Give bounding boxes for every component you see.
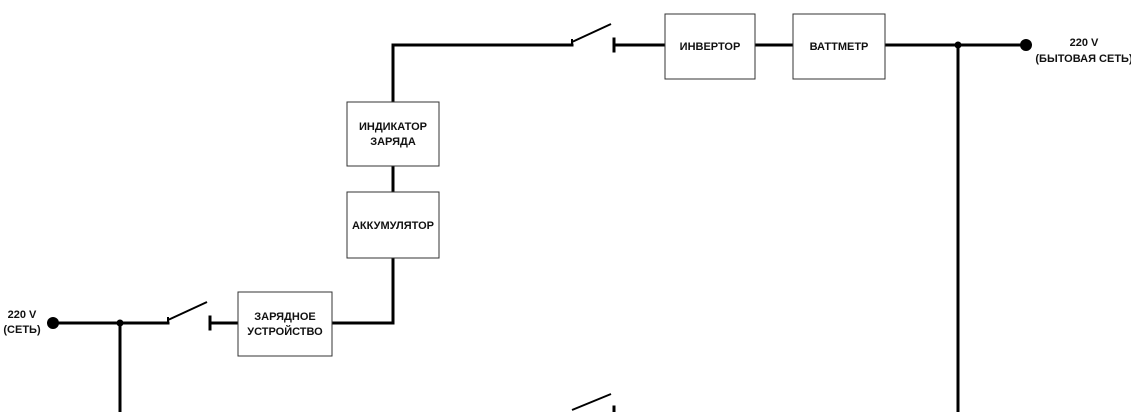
- block-charger: ЗАРЯДНОЕ УСТРОЙСТВО: [237, 291, 333, 357]
- inverter-label: ИНВЕРТОР: [680, 41, 741, 53]
- block-battery: АККУМУЛЯТОР: [346, 191, 440, 259]
- output-voltage-label: 220 V: [1070, 37, 1099, 49]
- wattmeter-label: ВАТТМЕТР: [810, 41, 869, 53]
- block-charge-indicator: ИНДИКАТОР ЗАРЯДА: [346, 101, 440, 167]
- terminal-input-label: 220 V (СЕТЬ): [3, 309, 41, 336]
- switch-input: [167, 301, 212, 331]
- block-wattmeter: ВАТТМЕТР: [792, 13, 886, 80]
- switch-bottom: [571, 393, 616, 412]
- junction-input: [116, 319, 124, 327]
- battery-label: АККУМУЛЯТОР: [352, 220, 434, 232]
- switch-inverter: [571, 23, 616, 53]
- output-network-label: (БЫТОВАЯ СЕТЬ): [1035, 53, 1131, 65]
- charger-label-2: УСТРОЙСТВО: [247, 325, 323, 338]
- terminal-input: [47, 317, 59, 329]
- input-voltage-label: 220 V: [8, 309, 37, 321]
- indicator-label-1: ИНДИКАТОР: [359, 121, 427, 133]
- input-network-label: (СЕТЬ): [3, 324, 41, 336]
- indicator-label-2: ЗАРЯДА: [370, 136, 416, 148]
- charger-label-1: ЗАРЯДНОЕ: [254, 311, 315, 323]
- terminal-output: [1020, 39, 1032, 51]
- wires: [51, 43, 1028, 412]
- block-inverter: ИНВЕРТОР: [664, 13, 756, 80]
- terminal-output-label: 220 V (БЫТОВАЯ СЕТЬ): [1035, 37, 1131, 65]
- junction-output: [954, 41, 962, 49]
